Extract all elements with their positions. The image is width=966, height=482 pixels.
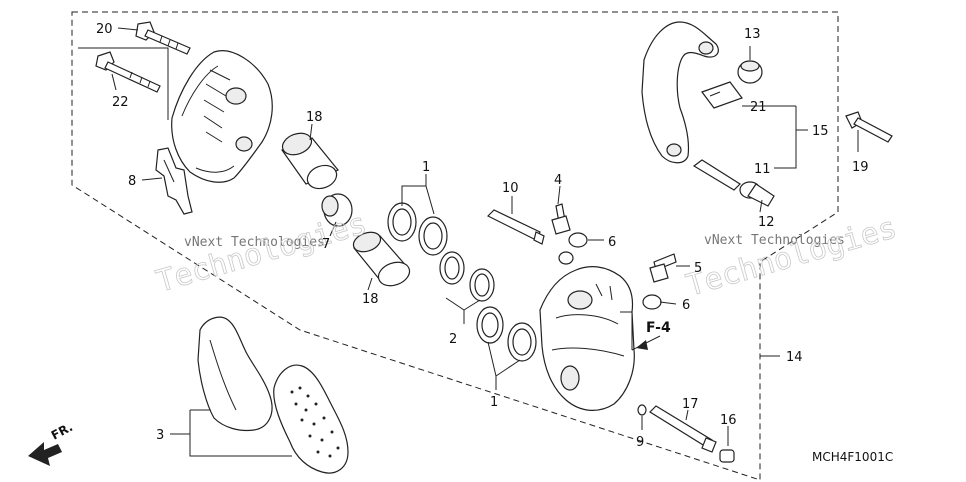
callout-5: 5 — [694, 261, 702, 276]
figure-ref-arrow — [620, 311, 661, 351]
part-seals-2 — [439, 251, 495, 302]
callout-19: 19 — [852, 160, 869, 175]
callout-8: 8 — [128, 174, 136, 189]
part-seals-lower-1 — [476, 306, 537, 362]
callout-15: 15 — [812, 124, 829, 139]
part-bracket — [641, 21, 719, 164]
part-boot-12 — [739, 181, 775, 207]
callout-1-lower: 1 — [490, 395, 498, 410]
part-washer-9 — [637, 404, 647, 416]
callout-17: 17 — [682, 397, 699, 412]
part-bush-18-upper — [281, 132, 339, 190]
callout-18-lower: 18 — [362, 292, 379, 307]
leader-lines — [78, 27, 859, 457]
part-pad-3-front — [273, 364, 349, 474]
callout-14: 14 — [786, 350, 803, 365]
part-retainer-21 — [701, 81, 743, 109]
part-bolt-22 — [95, 51, 161, 93]
part-plug-16 — [719, 449, 735, 463]
part-caliper-outer-half — [171, 50, 273, 183]
callout-10: 10 — [502, 181, 519, 196]
part-cap-6-upper — [558, 232, 588, 265]
callout-2: 2 — [449, 332, 457, 347]
callout-18-upper: 18 — [306, 110, 323, 125]
callout-16: 16 — [720, 413, 737, 428]
part-bleeder-4 — [551, 203, 571, 235]
callout-12: 12 — [758, 215, 775, 230]
diagram-code: MCH4F1001C — [812, 450, 893, 464]
part-bleeder-5 — [649, 253, 677, 283]
figure-ref-label: F-4 — [646, 320, 671, 336]
watermark-text: Technologies — [153, 206, 371, 299]
part-pin-17 — [649, 405, 717, 453]
callout-20: 20 — [96, 22, 113, 37]
callout-11: 11 — [754, 162, 771, 177]
callout-1-upper: 1 — [422, 160, 430, 175]
callout-21: 21 — [750, 100, 767, 115]
callout-7: 7 — [322, 237, 330, 252]
watermark-text: vNext Technologies — [184, 235, 325, 250]
part-bush-18-lower — [352, 231, 411, 287]
front-marker-label: FR. — [49, 420, 75, 443]
part-bolt-19 — [845, 111, 893, 143]
part-caliper-body — [539, 266, 635, 411]
watermark-text: vNext Technologies — [704, 233, 845, 248]
front-direction-arrow — [28, 442, 62, 466]
callout-13: 13 — [744, 27, 761, 42]
callout-6-upper: 6 — [608, 235, 616, 250]
watermark-text: Technologies — [683, 210, 901, 303]
part-pin-11 — [692, 159, 741, 191]
callout-4: 4 — [554, 173, 562, 188]
part-boot-7 — [321, 193, 353, 227]
part-bolt-20 — [135, 21, 191, 55]
callout-9: 9 — [636, 435, 644, 450]
callout-22: 22 — [112, 95, 129, 110]
part-pad-spring-8 — [155, 147, 193, 215]
part-pad-3-back — [197, 316, 273, 432]
callout-6-lower: 6 — [682, 298, 690, 313]
assembly-frame — [71, 11, 839, 481]
part-cap-6-lower — [642, 294, 662, 310]
part-pin-10 — [486, 209, 545, 245]
part-boot-13 — [737, 60, 763, 84]
part-seals-upper-1 — [387, 202, 448, 256]
callout-3: 3 — [156, 428, 164, 443]
